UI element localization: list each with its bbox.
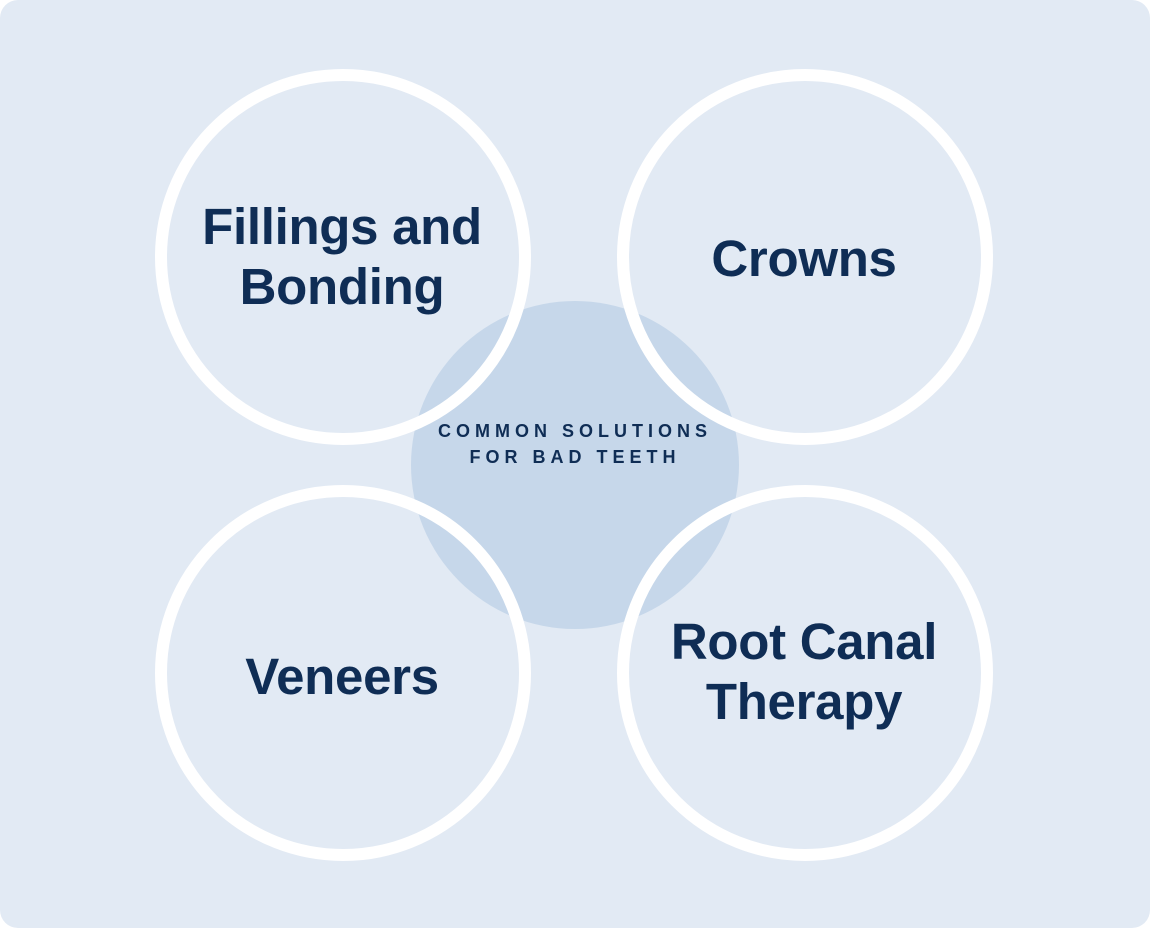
center-label: COMMON SOLUTIONS FOR BAD TEETH [438, 421, 712, 467]
label-fillings-and-bonding: Fillings and Bonding [177, 167, 507, 347]
item-label: Veneers [245, 648, 439, 705]
label-veneers: Veneers [177, 645, 507, 709]
item-label: Fillings and Bonding [202, 198, 482, 315]
item-label: Crowns [711, 230, 897, 287]
label-crowns: Crowns [639, 227, 969, 291]
label-root-canal-therapy: Root Canal Therapy [639, 582, 969, 762]
item-label: Root Canal Therapy [670, 613, 938, 730]
